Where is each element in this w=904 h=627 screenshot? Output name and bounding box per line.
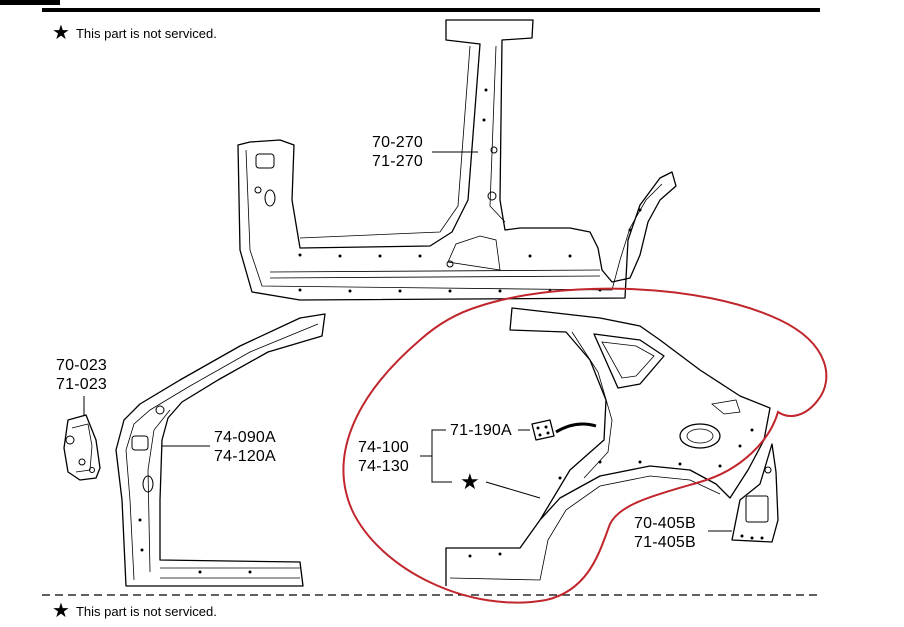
callout-not-serviced-star: ★ <box>460 470 480 494</box>
fuel-lid-hinge-part <box>531 419 597 441</box>
part-number: 74-120A <box>214 448 276 465</box>
callout-bracket <box>431 429 452 483</box>
callout-center-pillar: 70-270 71-270 <box>372 133 423 171</box>
not-serviced-text-top: This part is not serviced. <box>75 25 217 41</box>
part-number: 70-405B <box>634 515 696 532</box>
part-number: 74-100 <box>358 439 410 456</box>
front-side-outer-panel <box>115 313 326 587</box>
part-number: 70-270 <box>372 134 424 151</box>
part-number: 71-270 <box>372 153 424 170</box>
callout-front-side-outer: 74-090A 74-120A <box>214 428 276 466</box>
part-number: 74-130 <box>358 458 410 475</box>
not-serviced-note-top: ★ This part is not serviced. <box>52 22 217 44</box>
star-icon: ★ <box>52 22 70 44</box>
star-icon: ★ <box>52 600 70 622</box>
star-icon: ★ <box>460 469 480 494</box>
part-number: 74-090A <box>214 429 276 446</box>
body-side-inner-panel <box>237 19 677 301</box>
rear-bracket-part <box>731 443 779 543</box>
highlight-loop <box>342 287 828 604</box>
header-rule <box>42 8 820 12</box>
callout-fuel-lid-hinge: 71-190A <box>450 421 512 440</box>
header-corner-mark <box>0 0 60 5</box>
part-number: 71-023 <box>56 376 108 393</box>
callout-front-bracket: 70-023 71-023 <box>56 356 107 394</box>
not-serviced-text-bottom: This part is not serviced. <box>75 603 217 619</box>
front-bracket-part <box>63 414 101 481</box>
not-serviced-note-bottom: ★ This part is not serviced. <box>52 600 217 622</box>
part-number: 71-405B <box>634 534 696 551</box>
callout-rear-bracket: 70-405B 71-405B <box>634 514 696 552</box>
callout-rear-side-outer: 74-100 74-130 <box>358 438 409 476</box>
part-number: 70-023 <box>56 357 108 374</box>
leader-not-serviced <box>485 481 541 499</box>
part-number: 71-190A <box>450 422 512 439</box>
rear-side-outer-panel <box>445 307 771 586</box>
